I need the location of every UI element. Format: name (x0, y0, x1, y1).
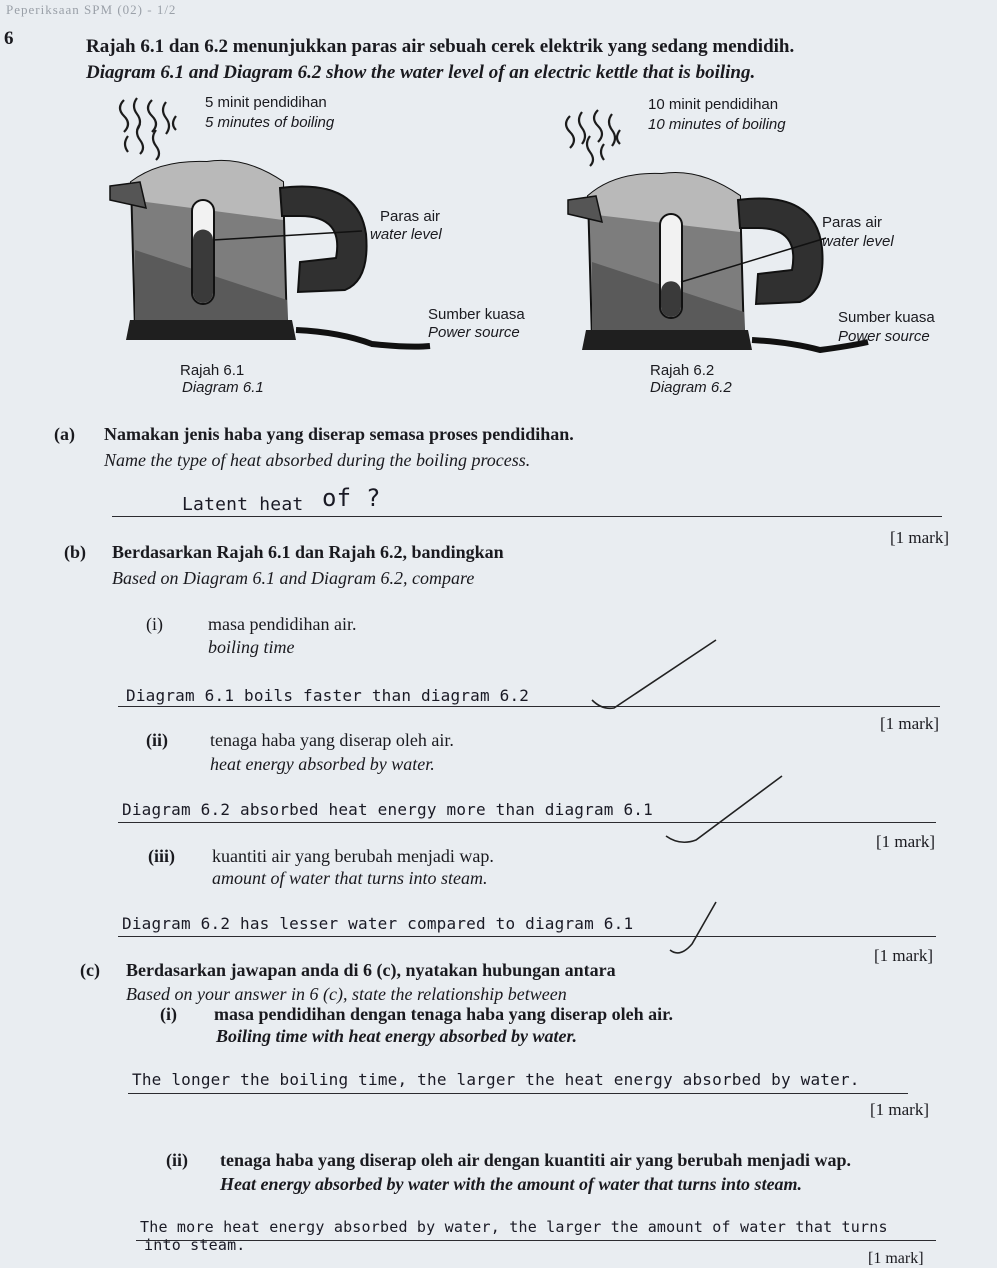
part-b-i-answer-line (118, 706, 940, 707)
part-b-ii-question-ms: tenaga haba yang diserap oleh air. (210, 730, 454, 750)
part-b-i-question-en: boiling time (208, 637, 295, 657)
part-c-i-mark: [1 mark] (870, 1100, 930, 1119)
part-a-question-ms: Namakan jenis haba yang diserap semasa p… (104, 424, 574, 444)
diagram2-caption-ms: Rajah 6.2 (650, 362, 715, 379)
part-c-i-question-ms: masa pendidihan dengan tenaga haba yang … (214, 1004, 673, 1024)
part-b-iii-answer-line (118, 936, 936, 937)
part-c-ii-question-en: Heat energy absorbed by water with the a… (220, 1174, 803, 1194)
part-c-question-ms: Berdasarkan jawapan anda di 6 (c), nyata… (126, 960, 616, 980)
part-b-ii-answer-line (118, 822, 936, 823)
part-c-ii-answer: The more heat energy absorbed by water, … (140, 1218, 888, 1236)
part-a-label: (a) (54, 424, 75, 444)
diagram1-power-en: Power source (428, 324, 520, 341)
page-header: Peperiksaan SPM (02) - 1/2 (6, 2, 177, 17)
diagram1-caption-ms: Rajah 6.1 (180, 362, 245, 379)
part-b-ii-mark: [1 mark] (876, 832, 936, 851)
diagram2-caption-en: Diagram 6.2 (650, 379, 732, 396)
part-b-iii-label: (iii) (148, 846, 175, 866)
part-b-iii-question-ms: kuantiti air yang berubah menjadi wap. (212, 846, 494, 866)
part-b-ii-question-en: heat energy absorbed by water. (210, 754, 435, 774)
part-c-question-en: Based on your answer in 6 (c), state the… (126, 984, 567, 1004)
part-c-ii-answer-continued: into steam. (144, 1236, 246, 1254)
question-intro-ms: Rajah 6.1 dan 6.2 menunjukkan paras air … (86, 36, 795, 57)
part-c-i-label: (i) (160, 1004, 177, 1024)
diagram1-level-ms: Paras air (380, 208, 441, 225)
part-a-answer-line (112, 516, 942, 517)
diagram1-power-ms: Sumber kuasa (428, 306, 525, 323)
diagram1-time-en: 5 minutes of boiling (205, 114, 335, 131)
part-c-i-question-en: Boiling time with heat energy absorbed b… (216, 1026, 578, 1046)
diagram1-time-ms: 5 minit pendidihan (205, 94, 327, 111)
part-b-i-label: (i) (146, 614, 163, 634)
part-b-question-en: Based on Diagram 6.1 and Diagram 6.2, co… (112, 568, 475, 588)
part-b-iii-answer: Diagram 6.2 has lesser water compared to… (122, 914, 634, 933)
part-b-ii-label: (ii) (146, 730, 168, 750)
diagram2-level-ms: Paras air (822, 214, 883, 231)
part-b-i-mark: [1 mark] (880, 714, 940, 733)
question-intro-en: Diagram 6.1 and Diagram 6.2 show the wat… (86, 62, 756, 83)
diagram2-level-en: water level (822, 233, 894, 250)
part-b-iii-question-en: amount of water that turns into steam. (212, 868, 488, 888)
diagram1-level-en: water level (370, 226, 442, 243)
part-c-ii-label: (ii) (166, 1150, 188, 1170)
part-a-answer: Latent heat (182, 494, 304, 515)
diagram2-time-en: 10 minutes of boiling (648, 116, 786, 133)
part-c-i-answer: The longer the boiling time, the larger … (132, 1070, 860, 1089)
part-a-question-en: Name the type of heat absorbed during th… (104, 450, 531, 470)
part-b-question-ms: Berdasarkan Rajah 6.1 dan Rajah 6.2, ban… (112, 542, 504, 562)
diagram2-time-ms: 10 minit pendidihan (648, 96, 779, 113)
part-b-i-answer: Diagram 6.1 boils faster than diagram 6.… (126, 686, 530, 705)
part-c-ii-answer-line (136, 1240, 936, 1241)
part-b-ii-answer: Diagram 6.2 absorbed heat energy more th… (122, 800, 653, 819)
part-b-iii-mark: [1 mark] (874, 946, 934, 965)
diagram2-power-en: Power source (838, 328, 930, 345)
part-c-label: (c) (80, 960, 100, 980)
part-c-i-answer-line (128, 1093, 908, 1094)
part-a-annotation: of ? (322, 484, 381, 512)
diagram1-caption-en: Diagram 6.1 (182, 379, 264, 396)
diagram2-power-ms: Sumber kuasa (838, 309, 935, 326)
part-c-ii-mark: [1 mark] (868, 1250, 924, 1267)
part-c-ii-question-ms: tenaga haba yang diserap oleh air dengan… (220, 1150, 851, 1170)
part-a-mark: [1 mark] (890, 528, 950, 547)
question-number: 6 (4, 28, 14, 49)
part-b-label: (b) (64, 542, 86, 562)
part-b-i-question-ms: masa pendidihan air. (208, 614, 357, 634)
